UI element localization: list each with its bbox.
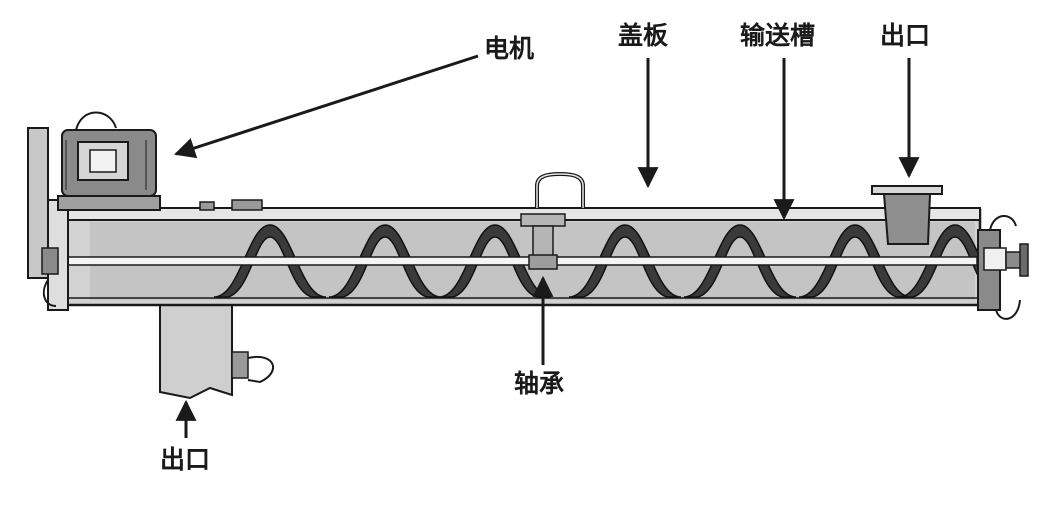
right-end-assembly (977, 215, 1029, 320)
screw-flights (213, 224, 980, 298)
arrow-motor (174, 54, 479, 159)
screw-shaft (61, 256, 978, 266)
label-conveyor-trough: 输送槽 (740, 21, 815, 50)
screw-flight (438, 224, 552, 298)
inlet-chute (159, 282, 274, 400)
label-outlet-top: 出口 (880, 21, 930, 50)
motor (57, 111, 263, 211)
screw-flight (568, 224, 682, 298)
label-outlet-bottom: 出口 (160, 445, 210, 474)
label-cover-plate: 盖板 (618, 21, 668, 50)
label-bearing: 轴承 (514, 369, 564, 398)
screw-flight (683, 224, 797, 298)
left-end-assembly (27, 127, 69, 311)
label-motor: 电机 (484, 34, 534, 63)
top-outlet (871, 185, 943, 245)
hanger-bearing (520, 171, 585, 270)
screw-flight (213, 224, 327, 298)
leader-arrows (174, 54, 920, 438)
screw-flight (898, 224, 980, 298)
